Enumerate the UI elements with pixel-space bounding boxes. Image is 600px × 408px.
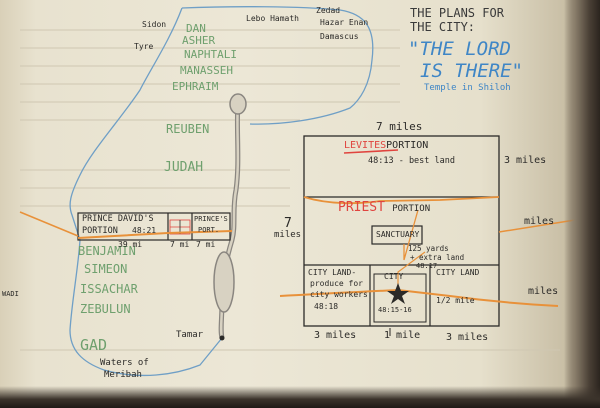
orange-priest-line xyxy=(303,196,500,205)
sanctuary-note-3: 48:17 xyxy=(416,262,438,270)
tamar-marker xyxy=(219,335,225,341)
dead-sea xyxy=(213,251,235,313)
place-waters-line-1: Waters of xyxy=(100,358,149,368)
land-border xyxy=(69,7,223,377)
tribe-naphtali: NAPHTALI xyxy=(184,48,237,61)
northern-border xyxy=(181,6,374,125)
jordan-river-inner xyxy=(219,99,240,339)
city-land-right: CITY LAND xyxy=(436,268,480,277)
princes-port-line-2: PORT. xyxy=(198,226,220,234)
tribe-zebulun: ZEBULUN xyxy=(80,302,131,316)
tribe-gad: GAD xyxy=(80,336,108,354)
city-land-left-2: produce for xyxy=(310,279,363,288)
prince-portion-line-2: PORTION xyxy=(82,226,118,236)
far-right-miles: miles xyxy=(528,286,559,297)
plan-right-miles: miles xyxy=(524,216,555,227)
city-star xyxy=(387,283,409,304)
heading-subtitle: Temple in Shiloh xyxy=(424,83,511,93)
city-name-line-1: "THE LORD xyxy=(408,38,511,60)
place-tyre: Tyre xyxy=(134,42,154,51)
plan-left-7: 7 xyxy=(284,216,292,231)
orange-right-line xyxy=(498,219,576,233)
levites-word: LEVITES xyxy=(344,140,387,151)
plan-left-miles: miles xyxy=(274,230,302,240)
place-zedad: Zedad xyxy=(316,6,341,15)
plan-right-3-miles: 3 miles xyxy=(504,155,547,166)
tribe-simeon: SIMEON xyxy=(84,262,128,276)
heading-line-1: THE PLANS FOR xyxy=(410,6,504,20)
plan-top-width: 7 miles xyxy=(376,120,423,133)
half-mile-label: 1/2 mile xyxy=(436,296,475,305)
sanctuary-box xyxy=(371,225,423,245)
tribe-benjamin: BENJAMIN xyxy=(78,244,136,258)
book-bottom-edge xyxy=(0,386,600,408)
heading-line-2: THE CITY: xyxy=(410,20,476,34)
princes-port-line-1: PRINCE'S xyxy=(194,215,228,223)
priest-suffix: PORTION xyxy=(392,204,431,214)
tribe-dan: DAN xyxy=(186,22,206,35)
sanctuary-label: SANCTUARY xyxy=(376,230,420,239)
sanctuary-note-1: 125 yards xyxy=(408,244,449,253)
orange-city-line xyxy=(279,288,559,307)
strip-dist-mid: 7 mi xyxy=(170,240,190,249)
sanctuary-note-2: + extra land xyxy=(410,253,465,262)
place-damascus: Damascus xyxy=(320,32,359,41)
levites-suffix: PORTION xyxy=(386,140,429,151)
city-land-left-4: 48:18 xyxy=(314,302,339,311)
priest-label: PRIEST PORTION xyxy=(338,200,430,215)
plan-outer xyxy=(303,135,500,327)
sea-of-galilee xyxy=(229,93,247,115)
orange-sanctuary-link xyxy=(403,209,419,261)
strip-dist-right: 7 mi xyxy=(196,240,216,249)
prince-portion-ref: 48:21 xyxy=(132,226,157,235)
book-binding xyxy=(564,0,600,408)
orange-left-line xyxy=(19,211,79,237)
place-waters-line-2: Meribah xyxy=(104,370,142,380)
city-land-left-3: city workers xyxy=(310,290,368,299)
place-wadi: WADI xyxy=(2,290,19,298)
levites-ref: 48:13 - best land xyxy=(368,156,455,166)
levites-underline xyxy=(343,149,399,154)
city-land-left-1: CITY LAND- xyxy=(308,268,357,277)
tribe-judah: JUDAH xyxy=(164,160,204,175)
place-tamar: Tamar xyxy=(176,330,204,340)
tribe-ephraim: EPHRAIM xyxy=(172,80,219,93)
place-sidon: Sidon xyxy=(142,20,167,29)
priest-word: PRIEST xyxy=(338,200,385,215)
city-label: CITY xyxy=(384,272,404,281)
city-name-line-2: IS THERE" xyxy=(420,60,523,82)
place-lebo-hamath: Lebo Hamath xyxy=(246,14,299,23)
city-inner-box xyxy=(373,273,427,323)
place-hazar-enan: Hazar Enan xyxy=(320,18,369,27)
orange-strip-line xyxy=(77,230,233,239)
tribe-manasseh: MANASSEH xyxy=(180,64,233,77)
plan-bottom-left: 3 miles xyxy=(314,330,357,341)
plan-bottom-mid: 1 mile xyxy=(384,330,421,341)
city-ref: 48:15-16 xyxy=(378,306,412,314)
prince-portion-line-1: PRINCE DAVID'S xyxy=(82,214,154,224)
prince-strip xyxy=(77,212,231,241)
tribe-asher: ASHER xyxy=(182,34,216,47)
tribe-reuben: REUBEN xyxy=(166,122,210,136)
levites-label: LEVITESPORTION xyxy=(344,140,428,151)
strip-dist-left: 39 mi xyxy=(118,240,143,249)
page-print-lines xyxy=(20,29,560,351)
tribe-issachar: ISSACHAR xyxy=(80,282,138,296)
plan-bottom-right: 3 miles xyxy=(446,332,489,343)
